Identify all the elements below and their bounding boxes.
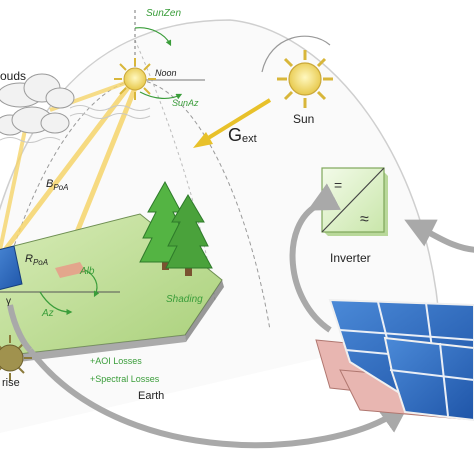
- sun-azimuth-arc: [139, 91, 183, 100]
- spectral-losses-label: +Spectral Losses: [90, 374, 160, 384]
- beam-poa-label: BPoA: [46, 178, 68, 192]
- solar-panel-icon: [315, 298, 474, 422]
- sun-icon: [277, 50, 333, 108]
- flow-arrow-right: [404, 219, 474, 253]
- reflected-poa-label: RPoA: [25, 253, 48, 267]
- dome-meridian: [134, 39, 216, 301]
- inverter-label: Inverter: [330, 251, 371, 265]
- cloud-icon: [0, 73, 75, 136]
- shading-label: Shading: [166, 294, 203, 305]
- inverter-dc-symbol: =: [334, 177, 342, 193]
- tilt-label: γ: [6, 296, 11, 307]
- sun-azimuth-label: SunAz: [172, 98, 199, 108]
- ground-edge-right: [185, 280, 224, 342]
- g-ext-arrow: [203, 98, 272, 142]
- sun-path-arc: [0, 79, 271, 331]
- sunrise-label: rise: [2, 377, 20, 389]
- flow-arrow-bottom: [27, 348, 410, 449]
- sun-orbit-arc: [261, 35, 331, 73]
- albedo-label: Alb: [79, 266, 95, 277]
- g-ext-label: Gext: [228, 125, 257, 145]
- cloud-mist: [0, 105, 151, 143]
- azimuth-arc: [39, 291, 73, 315]
- tilted-panel: [0, 245, 23, 291]
- diffuse-ray: [0, 129, 27, 251]
- inverter-ac-symbol: ≈: [360, 211, 369, 228]
- albedo-arrow: [84, 269, 100, 298]
- sun-label: Sun: [293, 112, 314, 126]
- clouds-label: ouds: [0, 69, 26, 83]
- reflection-patch: [55, 262, 86, 278]
- beam-ray-1: [3, 83, 132, 252]
- tree-icon: [139, 180, 213, 276]
- flow-arrow-left: [289, 183, 341, 333]
- g-ext-arrowhead: [193, 132, 213, 148]
- sunrise-sun-icon: [0, 335, 32, 381]
- sun-zenith-arc: [134, 27, 172, 47]
- flow-arrow-tail: [7, 304, 33, 353]
- earth-label: Earth: [138, 390, 164, 402]
- sun-zenith-label: SunZen: [146, 8, 181, 19]
- inverter-icon: [321, 167, 388, 236]
- noon-label: Noon: [155, 68, 177, 78]
- noon-sun-icon: [114, 58, 156, 100]
- ground-edge: [10, 335, 186, 363]
- aoi-losses-label: +AOI Losses: [90, 356, 142, 366]
- azimuth-label: Az: [41, 308, 54, 319]
